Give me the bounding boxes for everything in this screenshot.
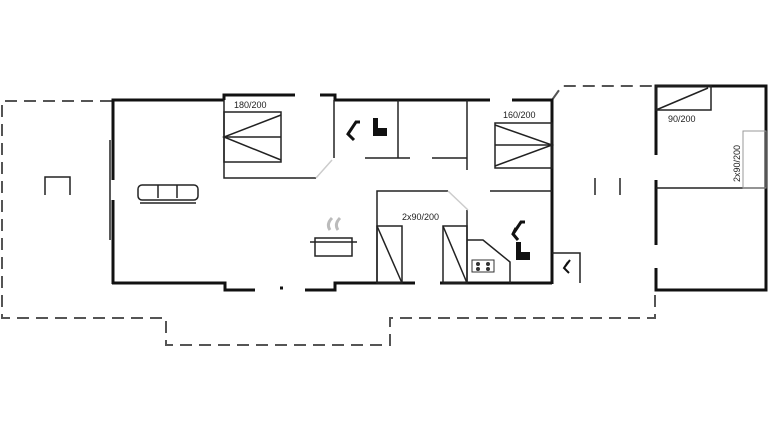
- bed-160-200: 160/200: [494, 110, 555, 169]
- terrace-outline: [1, 85, 656, 346]
- toilet-icon: [373, 118, 387, 136]
- shower-icon: [511, 220, 525, 241]
- bed-size-label: 2x90/200: [732, 145, 742, 182]
- stove-icon: [467, 239, 511, 283]
- bed-size-label: 180/200: [234, 100, 267, 110]
- sofa-icon: [137, 184, 199, 204]
- main-house-walls: [111, 93, 554, 292]
- passage-posts: [594, 178, 621, 195]
- terrace-table-icon: [44, 176, 71, 195]
- shower-icon: [562, 259, 571, 274]
- shower-icon: [346, 120, 360, 142]
- bed-90-200: 90/200: [655, 85, 712, 124]
- bed-size-label: 160/200: [503, 110, 536, 120]
- bed-180-200: 180/200: [221, 100, 282, 163]
- bed-size-label: 90/200: [668, 114, 696, 124]
- kitchen-pot-icon: [310, 216, 357, 257]
- beds-2x90-200: 2x90/200: [376, 212, 468, 284]
- bunk-bed-2x90-200: 2x90/200: [732, 130, 767, 189]
- bed-size-label: 2x90/200: [402, 212, 439, 222]
- toilet-icon: [516, 242, 530, 260]
